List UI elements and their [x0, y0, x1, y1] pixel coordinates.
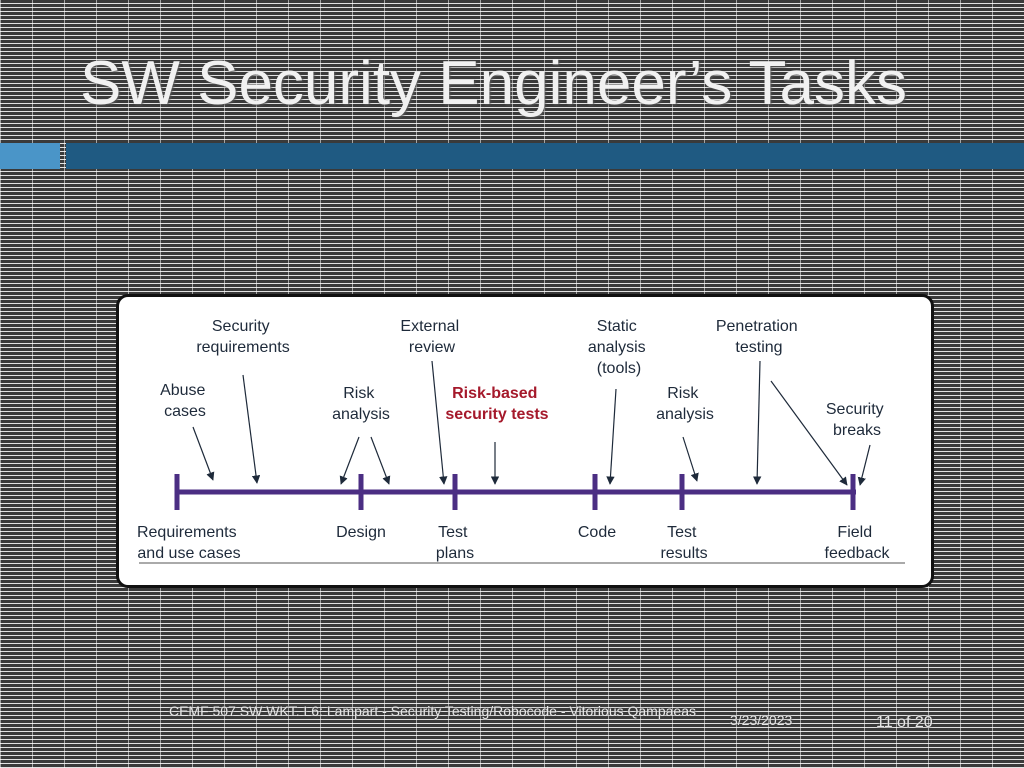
arrow-external-review [431, 360, 448, 485]
label-static-analysis: Static analysis (tools) [588, 318, 650, 377]
arrow-risk-analysis-1 [339, 436, 360, 485]
arrow-abuse-cases [192, 426, 215, 481]
label-external-review: External review [400, 318, 463, 356]
label-abuse-cases: Abuse cases [160, 382, 210, 420]
arrow-static-analysis [606, 388, 617, 485]
title-accent-bar [0, 143, 60, 169]
arrow-risk-analysis-2 [370, 436, 391, 485]
title-rule-bar [66, 143, 1024, 169]
milestone-code: Code [578, 524, 616, 541]
arrow-penetration-testing-2 [770, 380, 848, 486]
arrow-penetration-testing-1 [752, 360, 762, 485]
label-risk-analysis-design: Risk analysis [332, 385, 390, 423]
footer-course-info: CEMF 507 SW WKT. L6: Lampart - Security … [168, 703, 696, 719]
footer-date: 3/23/2023 [730, 712, 793, 728]
milestone-field-feedback: Field feedback [825, 524, 891, 562]
slide-title: SW Security Engineer’s Tasks [80, 49, 908, 118]
milestone-requirements: Requirements and use cases [137, 524, 241, 562]
arrow-security-requirements [242, 374, 261, 484]
timeline-svg: Security requirements Abuse cases Risk a… [137, 318, 905, 564]
milestone-test-results: Test results [660, 524, 707, 562]
security-touchpoints-diagram: Security requirements Abuse cases Risk a… [116, 294, 934, 588]
label-penetration-testing: Penetration testing [716, 318, 802, 356]
arrow-risk-analysis-3 [682, 436, 699, 482]
label-security-requirements: Security requirements [196, 318, 289, 356]
milestone-design: Design [336, 524, 386, 541]
footer-page-number: 11 of 20 [876, 714, 933, 731]
milestone-test-plans: Test plans [436, 524, 474, 562]
label-risk-based-security-tests: Risk-based security tests [445, 385, 548, 423]
label-security-breaks: Security breaks [826, 401, 888, 439]
arrow-security-breaks [857, 444, 871, 486]
label-risk-analysis-test: Risk analysis [656, 385, 714, 423]
